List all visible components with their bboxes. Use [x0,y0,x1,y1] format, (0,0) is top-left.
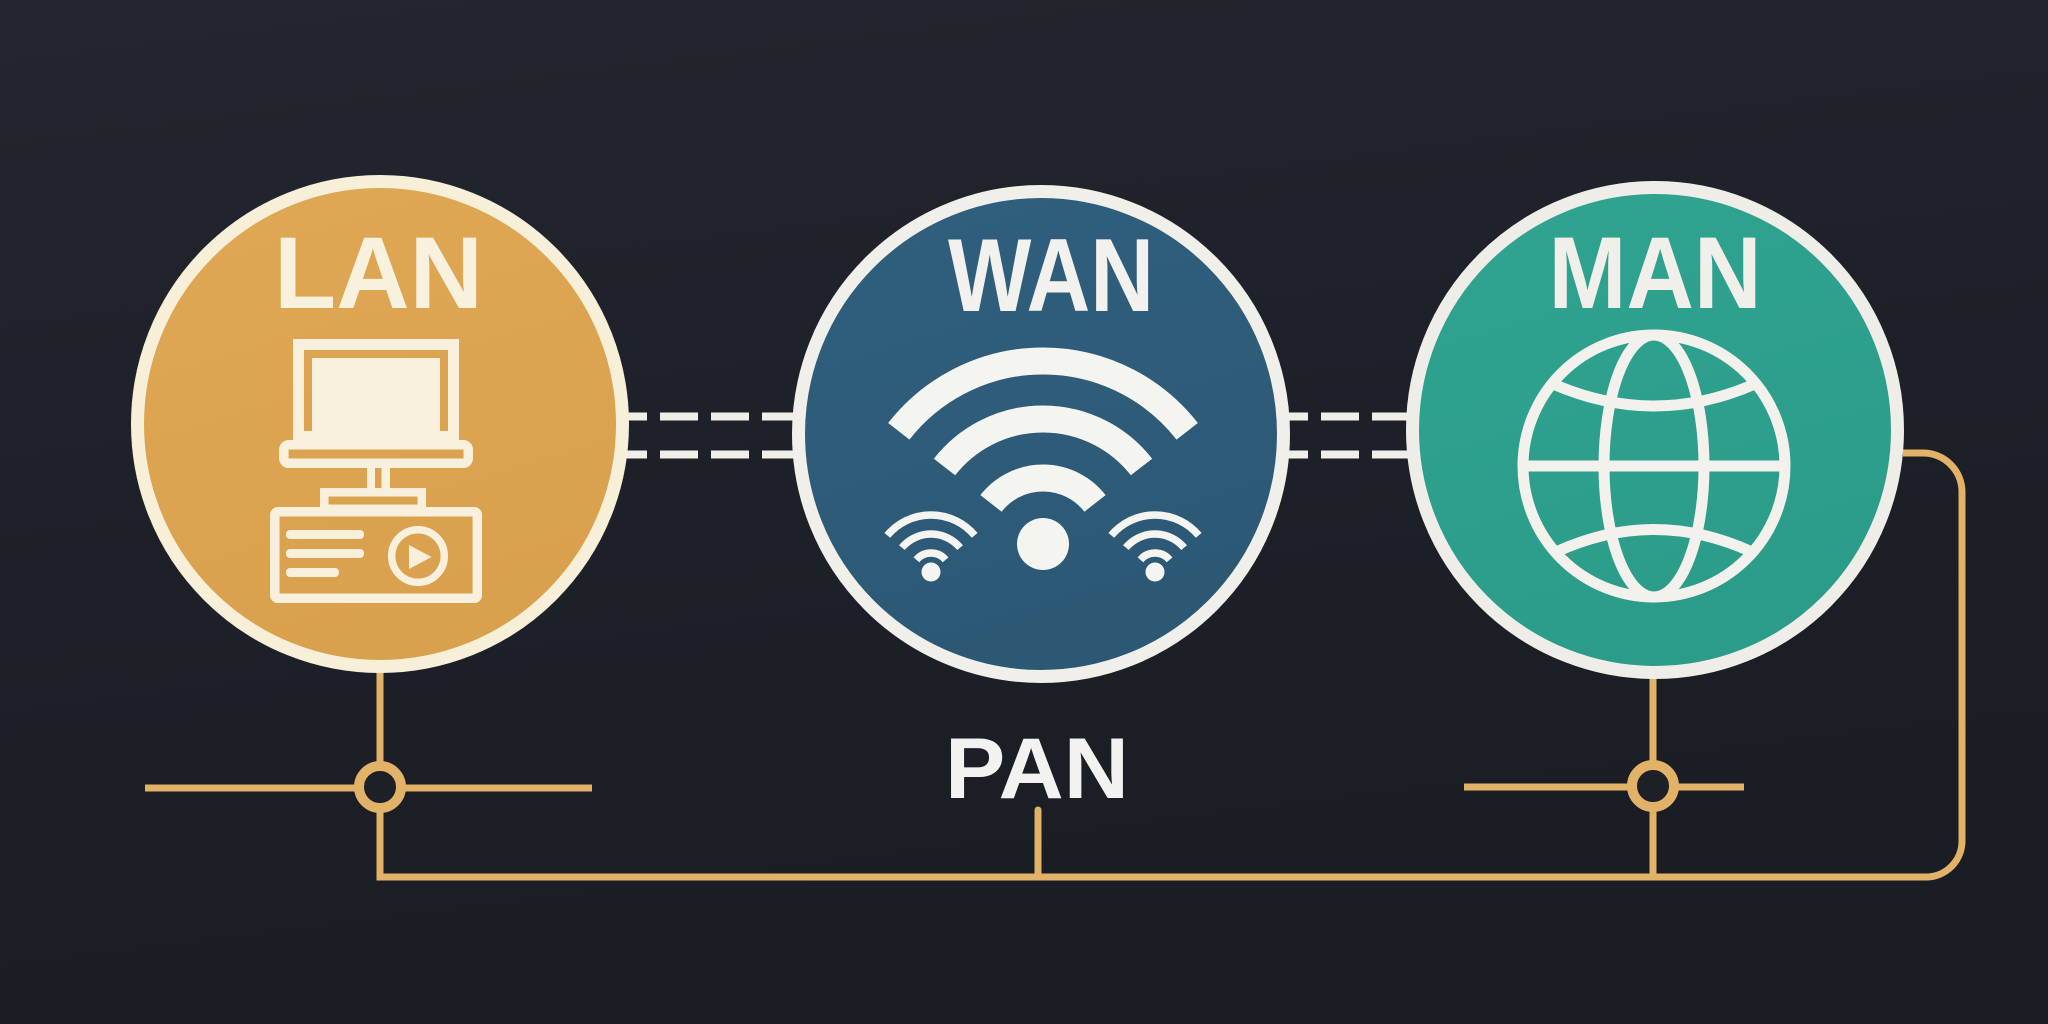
svg-text:PAN: PAN [945,721,1129,817]
svg-text:WAN: WAN [948,218,1154,334]
svg-text:MAN: MAN [1549,216,1762,330]
svg-text:LAN: LAN [274,216,483,330]
